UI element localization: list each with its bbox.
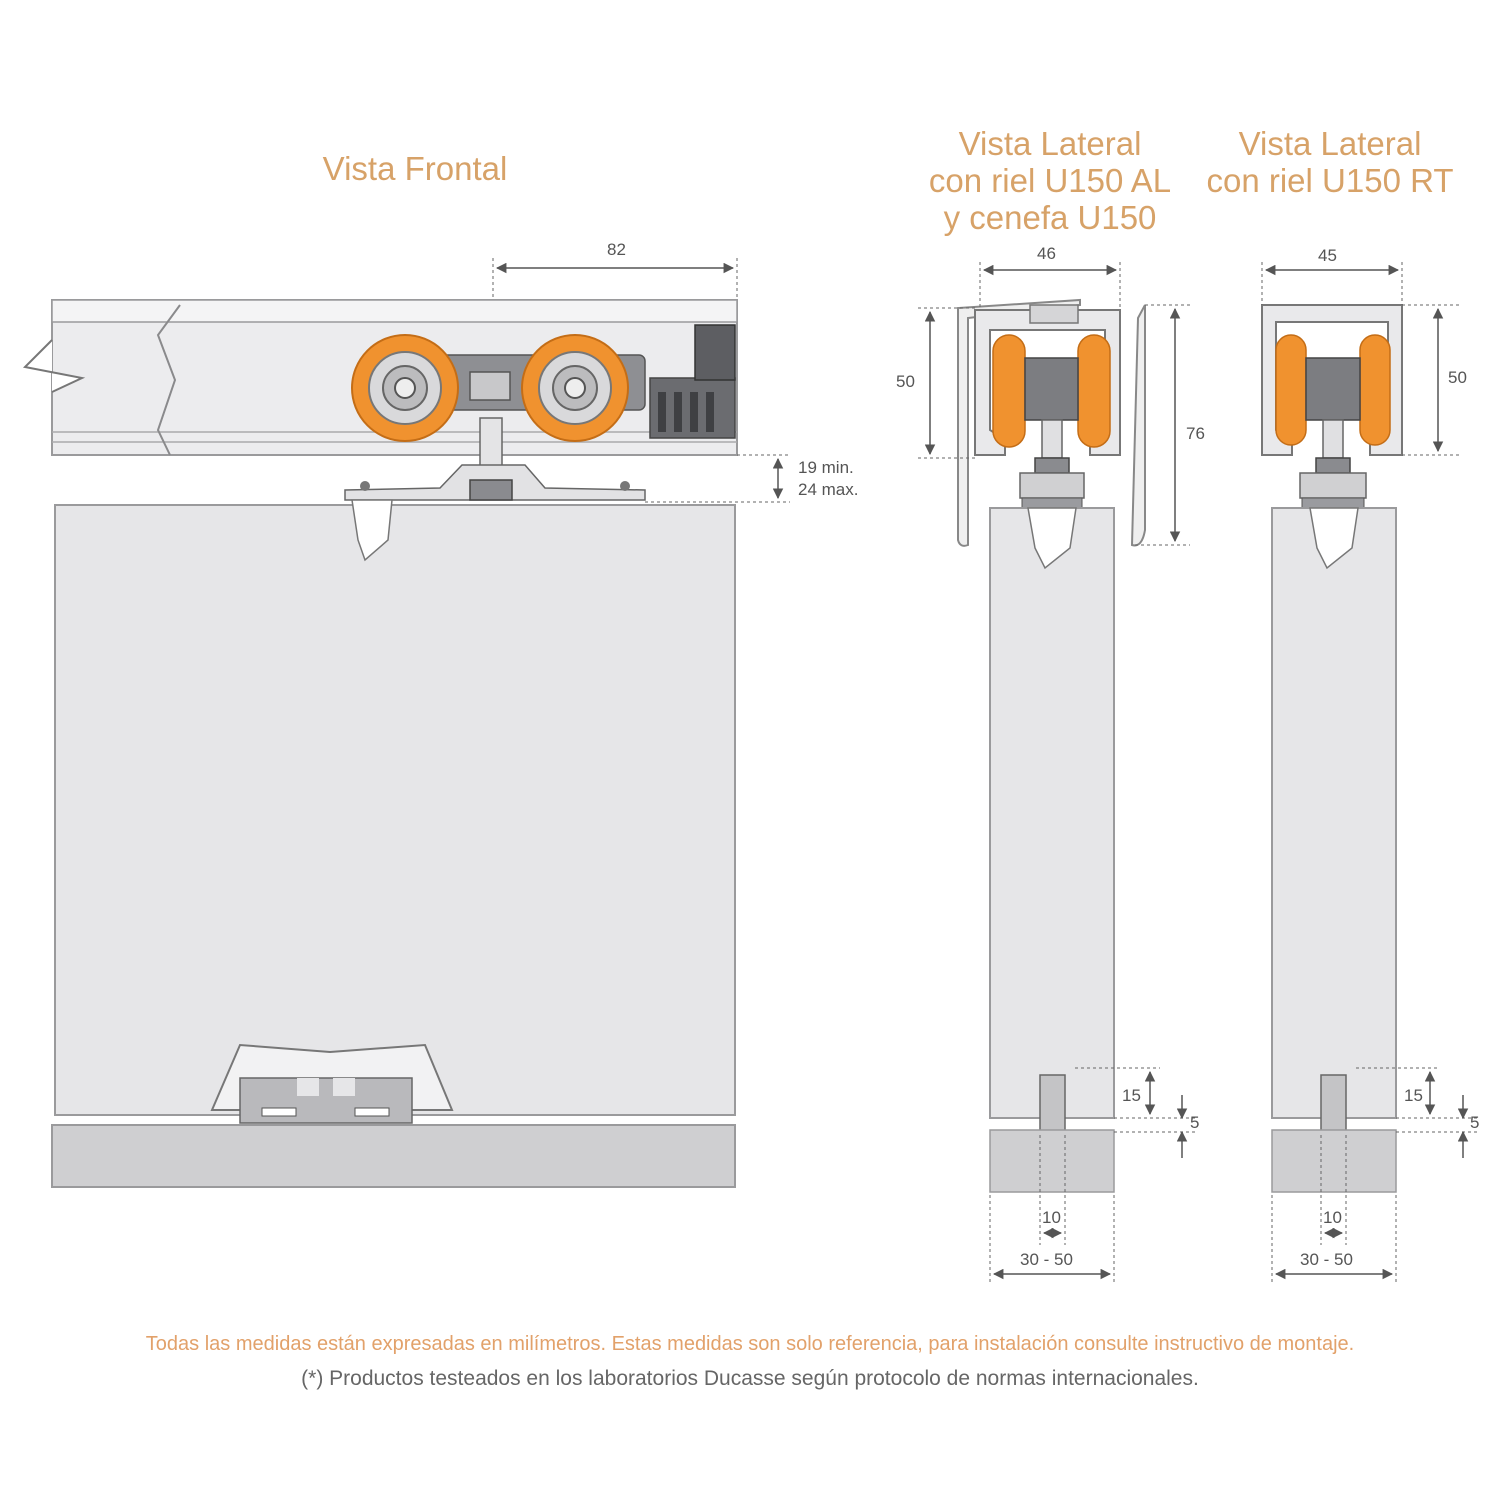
title-side-al-line3: y cenefa U150: [943, 199, 1157, 236]
dim-label-front-gap-max: 24 max.: [798, 480, 859, 499]
front-door-panel: [54, 504, 736, 1116]
dim-label-front-width: 82: [607, 240, 626, 259]
dim-front-gap: [645, 454, 790, 503]
front-floor: [51, 1124, 736, 1188]
dim-al-total-height: [1135, 304, 1190, 546]
title-side-rt: Vista Lateral con riel U150 RT: [1200, 125, 1460, 199]
al-wheel-right: [1077, 334, 1111, 448]
footnote-measurements: Todas las medidas están expresadas en mi…: [145, 1333, 1355, 1355]
rt-wheel-right: [1359, 334, 1391, 446]
al-door-panel: [989, 507, 1115, 1119]
front-hanger-bolt: [344, 417, 646, 501]
title-side-rt-line2: con riel U150 RT: [1206, 162, 1454, 199]
title-side-al-line1: Vista Lateral: [958, 125, 1142, 162]
front-wheel-right: [521, 334, 629, 442]
dim-label-rt-guide-depth: 15: [1404, 1086, 1423, 1105]
dim-label-rt-guide-gap: 5: [1470, 1113, 1480, 1132]
al-floor-guide-base: [989, 1129, 1115, 1193]
title-front-view: Vista Frontal: [290, 150, 540, 187]
footnote-testing: (*) Productos testeados en los laborator…: [301, 1367, 1199, 1390]
rt-wheel-left: [1275, 334, 1307, 446]
dim-rt-rail-height: [1402, 304, 1460, 456]
dim-label-al-guide-depth: 15: [1122, 1086, 1141, 1105]
rt-door-screw: [1309, 507, 1359, 570]
dim-label-al-guide-gap: 5: [1190, 1113, 1200, 1132]
al-door-screw: [1027, 507, 1077, 570]
dim-label-front-gap-min: 19 min.: [798, 458, 854, 477]
title-front-text: Vista Frontal: [322, 150, 508, 187]
dim-label-rt-width: 45: [1318, 246, 1337, 265]
dim-al-rail-height: [918, 307, 975, 459]
rt-floor-guide-pin: [1320, 1074, 1347, 1134]
al-carriage: [1024, 357, 1079, 421]
title-side-al-line2: con riel U150 AL: [928, 162, 1172, 199]
dim-label-rt-guide-width: 10: [1323, 1208, 1342, 1227]
title-side-al: Vista Lateral con riel U150 AL y cenefa …: [915, 125, 1185, 236]
front-view: [22, 258, 790, 1188]
dim-label-al-rail-height: 50: [896, 372, 915, 391]
dim-label-al-guide-width: 10: [1042, 1208, 1061, 1227]
rt-hanger-bolt: [1299, 419, 1367, 509]
side-view-rt: [1261, 262, 1478, 1285]
dim-label-al-total-height: 76: [1186, 424, 1205, 443]
front-door-screw: [351, 499, 393, 562]
dim-al-width: [979, 262, 1121, 308]
dim-rt-guide: [1271, 1067, 1478, 1285]
side-view-al: [918, 262, 1195, 1285]
rt-door-panel: [1271, 507, 1397, 1119]
front-floor-guide: [210, 1043, 454, 1124]
dim-rt-width: [1261, 262, 1403, 305]
rt-floor-guide-base: [1271, 1129, 1397, 1193]
rt-carriage: [1305, 357, 1361, 421]
dim-front-width: [492, 258, 738, 300]
break-symbol: [22, 339, 86, 393]
dim-al-guide: [989, 1067, 1195, 1285]
dim-label-rt-door-range: 30 - 50: [1300, 1250, 1353, 1269]
al-wheel-left: [992, 334, 1026, 448]
al-floor-guide-pin: [1039, 1074, 1066, 1134]
front-wheel-left: [351, 334, 459, 442]
dim-label-al-door-range: 30 - 50: [1020, 1250, 1073, 1269]
dim-label-rt-rail-height: 50: [1448, 368, 1467, 387]
al-hanger-bolt: [1019, 419, 1085, 509]
dim-label-al-width: 46: [1037, 244, 1056, 263]
title-side-rt-line1: Vista Lateral: [1238, 125, 1422, 162]
